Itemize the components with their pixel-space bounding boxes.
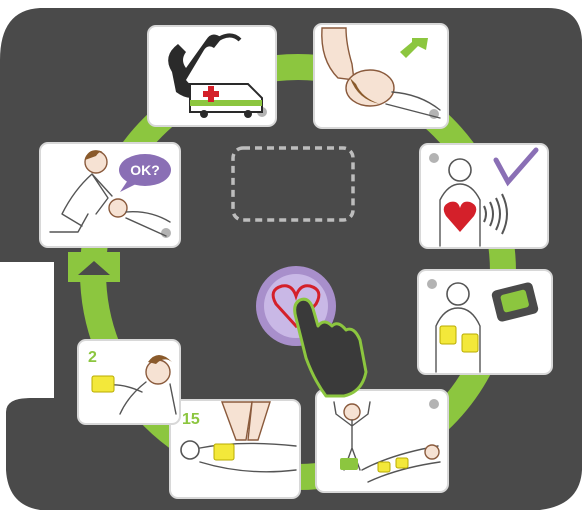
ok-bubble-text: OK?: [130, 162, 160, 178]
step-open-airway[interactable]: [314, 24, 448, 128]
step-compressions[interactable]: 15: [170, 400, 300, 498]
step-attach-pads[interactable]: [418, 270, 552, 374]
breaths-count-label: 2: [88, 349, 97, 366]
step-stand-clear[interactable]: [316, 390, 448, 492]
pad-door-tab[interactable]: [68, 252, 120, 282]
step-rescue-breaths[interactable]: 2: [78, 340, 180, 424]
ambulance-icon: [190, 84, 262, 118]
lcd-display: [233, 148, 353, 220]
step-call-for-help[interactable]: [148, 26, 276, 126]
pad-door-recess: [0, 262, 54, 410]
compressions-count-label: 15: [182, 411, 200, 428]
step-check-responsiveness[interactable]: OK?: [40, 143, 180, 247]
step-analyze-rhythm[interactable]: [420, 144, 548, 248]
